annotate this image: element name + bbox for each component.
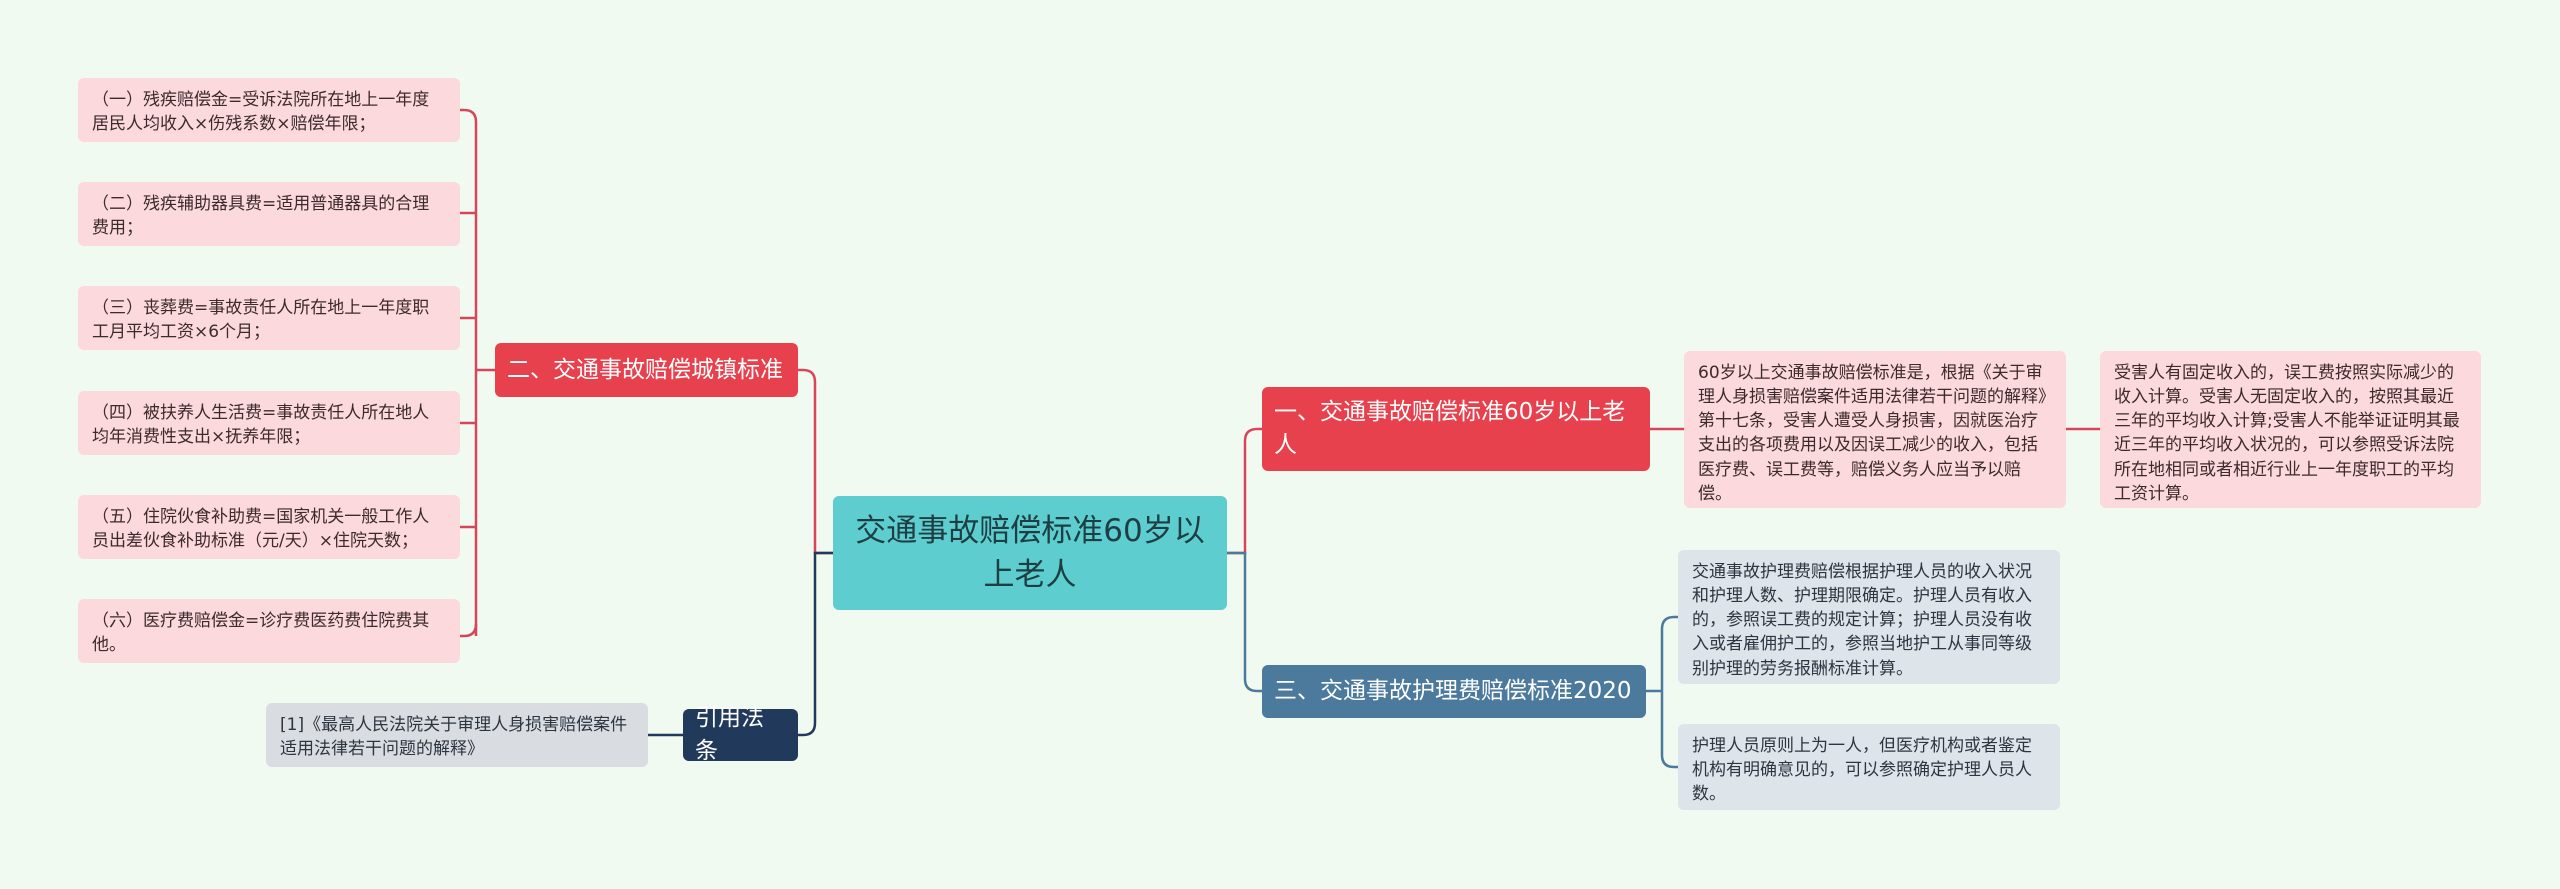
citation-item-1-text: [1]《最高人民法院关于审理人身损害赔偿案件适用法律若干问题的解释》 <box>280 715 628 760</box>
branch-nursing-standard-label: 三、交通事故护理费赔偿标准2020 <box>1274 678 1632 705</box>
nursing-item-1-text: 交通事故护理费赔偿根据护理人员的收入状况和护理人数、护理期限确定。护理人员有收入… <box>1692 562 2032 679</box>
branch-citation[interactable]: 引用法条 <box>683 705 798 764</box>
urban-item-5[interactable]: （五）住院伙食补助费=国家机关一般工作人员出差伙食补助标准（元/天）×住院天数； <box>78 495 460 559</box>
elderly-detail[interactable]: 60岁以上交通事故赔偿标准是，根据《关于审理人身损害赔偿案件适用法律若干问题的解… <box>1684 351 2066 508</box>
branch-nursing-standard[interactable]: 三、交通事故护理费赔偿标准2020 <box>1262 665 1646 718</box>
edge-urban-items <box>474 108 495 636</box>
urban-item-6[interactable]: （六）医疗费赔偿金=诊疗费医药费住院费其他。 <box>78 599 460 663</box>
edge-nursing-items <box>1646 629 1664 755</box>
urban-item-5-text: （五）住院伙食补助费=国家机关一般工作人员出差伙食补助标准（元/天）×住院天数； <box>92 507 430 552</box>
citation-item-1[interactable]: [1]《最高人民法院关于审理人身损害赔偿案件适用法律若干问题的解释》 <box>266 703 648 767</box>
elderly-sub-detail[interactable]: 受害人有固定收入的，误工费按照实际减少的收入计算。受害人无固定收入的，按照其最近… <box>2100 351 2481 508</box>
urban-item-2[interactable]: （二）残疾辅助器具费=适用普通器具的合理费用； <box>78 182 460 246</box>
branch-citation-label: 引用法条 <box>695 705 764 764</box>
branch-elderly-standard[interactable]: 一、交通事故赔偿标准60岁以上老人 <box>1262 387 1650 471</box>
urban-item-1-text: （一）残疾赔偿金=受诉法院所在地上一年度居民人均收入×伤残系数×赔偿年限； <box>92 90 430 135</box>
branch-urban-standard-label: 二、交通事故赔偿城镇标准 <box>507 356 783 383</box>
branch-elderly-standard-label: 一、交通事故赔偿标准60岁以上老人 <box>1274 399 1626 458</box>
root-topic[interactable]: 交通事故赔偿标准60岁以上老人 <box>833 496 1227 610</box>
urban-item-4-text: （四）被扶养人生活费=事故责任人所在地人均年消费性支出×抚养年限； <box>92 403 430 448</box>
urban-item-4[interactable]: （四）被扶养人生活费=事故责任人所在地人均年消费性支出×抚养年限； <box>78 391 460 455</box>
urban-item-6-text: （六）医疗费赔偿金=诊疗费医药费住院费其他。 <box>92 611 430 656</box>
elderly-detail-text: 60岁以上交通事故赔偿标准是，根据《关于审理人身损害赔偿案件适用法律若干问题的解… <box>1698 363 2047 504</box>
edge-root-urban <box>798 368 833 555</box>
root-topic-label: 交通事故赔偿标准60岁以上老人 <box>855 512 1205 593</box>
urban-item-1[interactable]: （一）残疾赔偿金=受诉法院所在地上一年度居民人均收入×伤残系数×赔偿年限； <box>78 78 460 142</box>
nursing-item-1[interactable]: 交通事故护理费赔偿根据护理人员的收入状况和护理人数、护理期限确定。护理人员有收入… <box>1678 550 2060 684</box>
edge-root-nursing <box>1227 551 1262 693</box>
edge-root-citation <box>798 551 833 737</box>
elderly-sub-detail-text: 受害人有固定收入的，误工费按照实际减少的收入计算。受害人无固定收入的，按照其最近… <box>2114 363 2460 504</box>
branch-urban-standard[interactable]: 二、交通事故赔偿城镇标准 <box>495 343 798 397</box>
nursing-item-2-text: 护理人员原则上为一人，但医疗机构或者鉴定机构有明确意见的，可以参照确定护理人员人… <box>1692 736 2032 805</box>
urban-item-3-text: （三）丧葬费=事故责任人所在地上一年度职工月平均工资×6个月； <box>92 298 430 343</box>
urban-item-2-text: （二）残疾辅助器具费=适用普通器具的合理费用； <box>92 194 430 239</box>
urban-item-3[interactable]: （三）丧葬费=事故责任人所在地上一年度职工月平均工资×6个月； <box>78 286 460 350</box>
nursing-item-2[interactable]: 护理人员原则上为一人，但医疗机构或者鉴定机构有明确意见的，可以参照确定护理人员人… <box>1678 724 2060 810</box>
edge-root-elderly <box>1227 427 1262 555</box>
